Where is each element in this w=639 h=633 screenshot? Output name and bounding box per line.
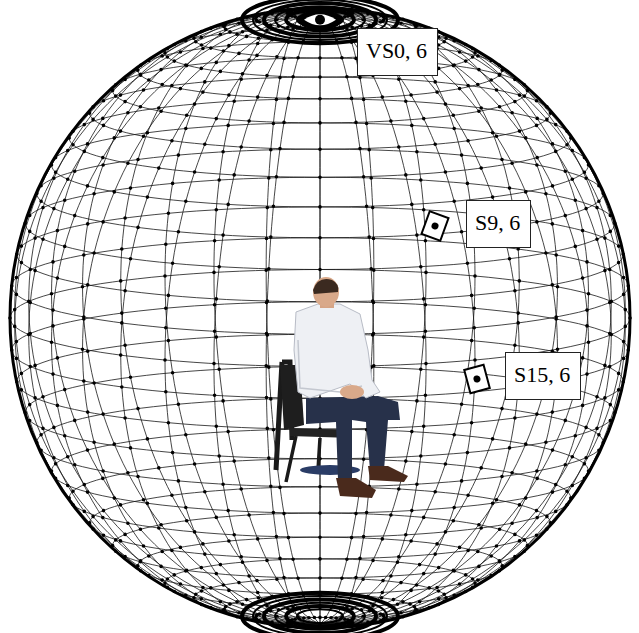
pole-ring (286, 10, 354, 30)
label-text: VS0, 6 (366, 39, 429, 63)
sphere-outline (10, 8, 630, 628)
pole-ring (242, 593, 398, 633)
sensor-label: S15, 6 (505, 352, 581, 400)
pole-ring (275, 603, 365, 630)
pole-ring (253, 596, 387, 633)
eye-pupil (315, 15, 325, 25)
marker-square (421, 211, 448, 240)
marker-dot (431, 222, 440, 231)
marker-dot (473, 375, 482, 384)
pole-ring (264, 599, 376, 633)
pole-rings (242, 0, 398, 633)
pole-ring (297, 609, 343, 623)
pole-ring (286, 606, 354, 626)
label-text: S15, 6 (514, 363, 572, 387)
pole-ring (275, 6, 365, 33)
label-text: S9, 6 (475, 211, 522, 235)
sphere-grid (8, 7, 632, 630)
seated-person (276, 277, 408, 498)
grid-dots (8, 7, 632, 630)
sensor-marker (421, 211, 448, 240)
sensor-label: S9, 6 (466, 200, 531, 248)
eye-icon (298, 10, 342, 30)
sensor-marker (464, 365, 490, 393)
marker-square (464, 365, 490, 393)
viewpoint-label: VS0, 6 (357, 28, 438, 76)
eye-white (304, 14, 336, 25)
